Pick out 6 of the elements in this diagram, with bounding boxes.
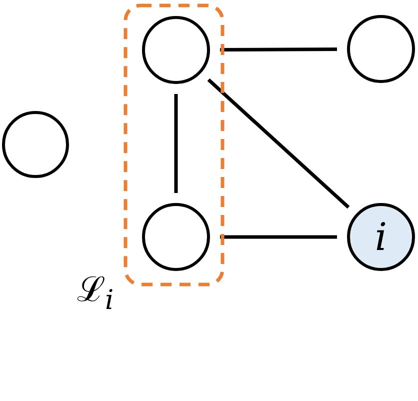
edge-line (174, 94, 178, 193)
node-label: i (374, 218, 388, 256)
edge-line (207, 78, 350, 209)
edge-line (220, 47, 338, 52)
group-label: ℒ$_{i}$ (77, 272, 114, 318)
edge-line (220, 235, 337, 239)
